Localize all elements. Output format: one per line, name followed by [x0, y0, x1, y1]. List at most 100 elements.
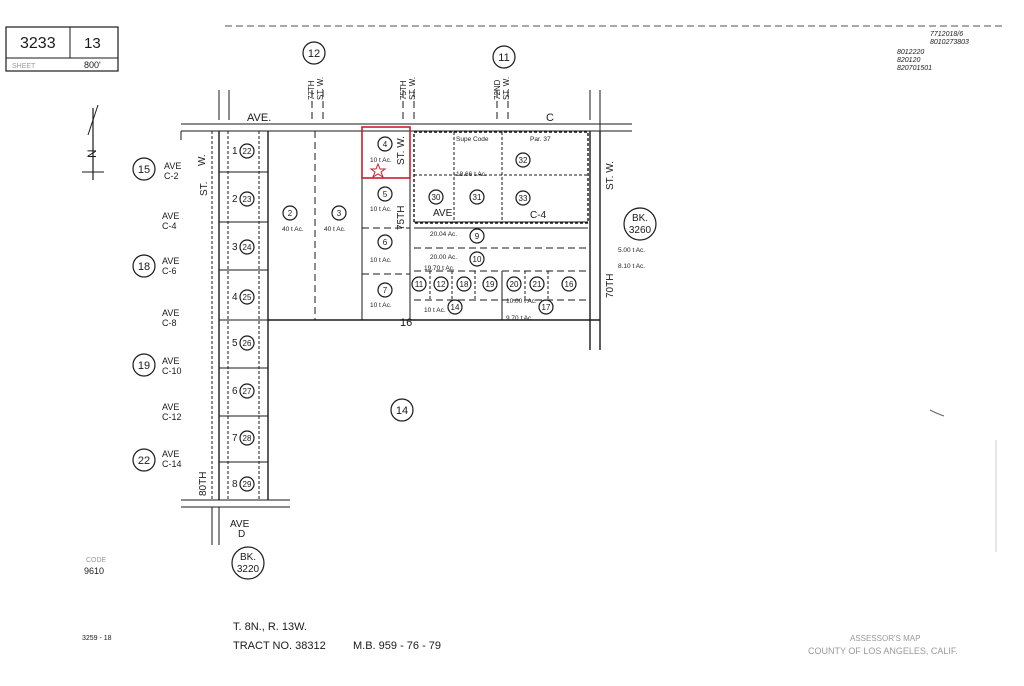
- svg-text:33: 33: [519, 194, 528, 203]
- parcel-33[interactable]: 33: [515, 190, 531, 206]
- east-block: [413, 131, 589, 320]
- svg-text:10 t Ac.: 10 t Ac.: [370, 257, 392, 264]
- svg-text:BK.: BK.: [240, 552, 256, 563]
- parcel-31[interactable]: 31: [469, 189, 485, 205]
- parcel-5[interactable]: 510 t Ac.: [370, 186, 393, 213]
- svg-text:11: 11: [498, 52, 509, 64]
- section-16: 16: [400, 317, 412, 329]
- svg-text:C-6: C-6: [162, 266, 177, 276]
- svg-text:18: 18: [460, 280, 469, 289]
- svg-text:3: 3: [337, 209, 342, 218]
- svg-text:31: 31: [473, 193, 482, 202]
- street-70th: 70TH: [605, 274, 616, 298]
- svg-text:10 t Ac.: 10 t Ac.: [370, 302, 392, 309]
- svg-text:40 t Ac.: 40 t Ac.: [324, 226, 346, 233]
- svg-text:2: 2: [288, 209, 293, 218]
- acreage-18-66: 18.66 t Ac.: [456, 171, 487, 178]
- parcel-20[interactable]: 20: [506, 276, 522, 292]
- parcel-32[interactable]: 32: [515, 152, 531, 168]
- svg-text:19: 19: [486, 280, 495, 289]
- svg-text:7: 7: [232, 433, 238, 444]
- svg-text:40 t Ac.: 40 t Ac.: [282, 226, 304, 233]
- svg-text:C-4: C-4: [162, 221, 177, 231]
- parcel-19[interactable]: 19: [482, 276, 498, 292]
- parcel-4[interactable]: 410 t Ac.: [370, 136, 393, 164]
- tract-label: TRACT NO. 38312: [233, 640, 326, 652]
- highlighted-parcel[interactable]: [361, 126, 411, 179]
- sheet-ref-22[interactable]: 22: [132, 448, 156, 472]
- street-75th-mid: 75TH: [396, 206, 407, 230]
- svg-text:23: 23: [243, 195, 252, 204]
- svg-text:AVE: AVE: [162, 256, 179, 266]
- svg-text:9: 9: [475, 232, 480, 241]
- sheet-label: SHEET: [12, 63, 36, 70]
- svg-text:25: 25: [243, 293, 252, 302]
- sheet-ref-15[interactable]: 15: [132, 157, 156, 181]
- street-75th-top: 75TH: [399, 80, 408, 100]
- parcel-7[interactable]: 710 t Ac.: [370, 282, 393, 309]
- street-stw-right: ST. W.: [605, 161, 616, 190]
- revision-stamps: 7712018/6 8010273803 8012220 820120 8207…: [897, 31, 969, 72]
- svg-text:12: 12: [437, 280, 446, 289]
- parcel-21[interactable]: 21: [529, 276, 545, 292]
- parcel-9[interactable]: 9: [469, 228, 485, 244]
- svg-text:4: 4: [232, 292, 238, 303]
- svg-text:16: 16: [565, 280, 574, 289]
- svg-text:AVE: AVE: [162, 449, 179, 459]
- side-code: 9610: [84, 566, 104, 576]
- parcel-3[interactable]: 3 40 t Ac.: [324, 205, 347, 233]
- book-number: 3233: [20, 35, 56, 52]
- acreage-5-00: 5.00 t Ac.: [618, 247, 645, 254]
- page-number: 13: [84, 35, 101, 52]
- parcel-11[interactable]: 11: [411, 276, 427, 292]
- svg-text:3260: 3260: [629, 225, 652, 236]
- svg-text:11: 11: [415, 280, 424, 289]
- left-strip: [219, 131, 268, 500]
- parcel-10[interactable]: 10: [469, 251, 485, 267]
- parcel-2[interactable]: 2 40 t Ac.: [282, 205, 304, 233]
- svg-text:29: 29: [243, 480, 252, 489]
- parcel-14-small[interactable]: 14: [447, 299, 463, 315]
- parcel-17[interactable]: 17: [538, 299, 554, 315]
- street-75th-top-stw: ST. W.: [408, 77, 417, 100]
- date-2: 8010273803: [930, 39, 969, 46]
- assessor-office-2: COUNTY OF LOS ANGELES, CALIF.: [808, 646, 958, 656]
- acreage-8-10: 8.10 t Ac.: [618, 263, 645, 270]
- ave-mid-label: AVE: [433, 208, 453, 219]
- svg-text:AVE: AVE: [230, 519, 250, 530]
- ave-c4-right-label: C-4: [530, 210, 547, 221]
- mb-label: M.B. 959 - 76 - 79: [353, 640, 441, 652]
- section-14[interactable]: 14: [390, 398, 414, 422]
- svg-text:26: 26: [243, 339, 252, 348]
- sheet-ref-19[interactable]: 19: [132, 353, 156, 377]
- star-icon: [369, 162, 387, 179]
- sheet-ref-12[interactable]: 12: [302, 41, 326, 65]
- strip-lot-4[interactable]: 4 25: [232, 289, 255, 305]
- street-left-st: ST.: [199, 182, 210, 196]
- sheet-ref-18[interactable]: 18: [132, 254, 156, 278]
- parcel-18[interactable]: 18: [456, 276, 472, 292]
- header-box: 3233 13 SHEET 800': [5, 26, 119, 72]
- svg-text:18: 18: [138, 261, 150, 273]
- parcel-16[interactable]: 16: [561, 276, 577, 292]
- book-ref-3220[interactable]: BK. 3220: [231, 546, 265, 580]
- svg-text:C-8: C-8: [162, 318, 177, 328]
- parcel-30[interactable]: 30: [428, 189, 444, 205]
- book-ref-3260[interactable]: BK. 3260: [623, 207, 657, 241]
- svg-text:D: D: [238, 529, 245, 540]
- parcel-6[interactable]: 610 t Ac.: [370, 234, 393, 264]
- date-1: 7712018/6: [930, 31, 963, 38]
- parcel-12[interactable]: 12: [433, 276, 449, 292]
- sheet-ref-11[interactable]: 11: [492, 45, 516, 69]
